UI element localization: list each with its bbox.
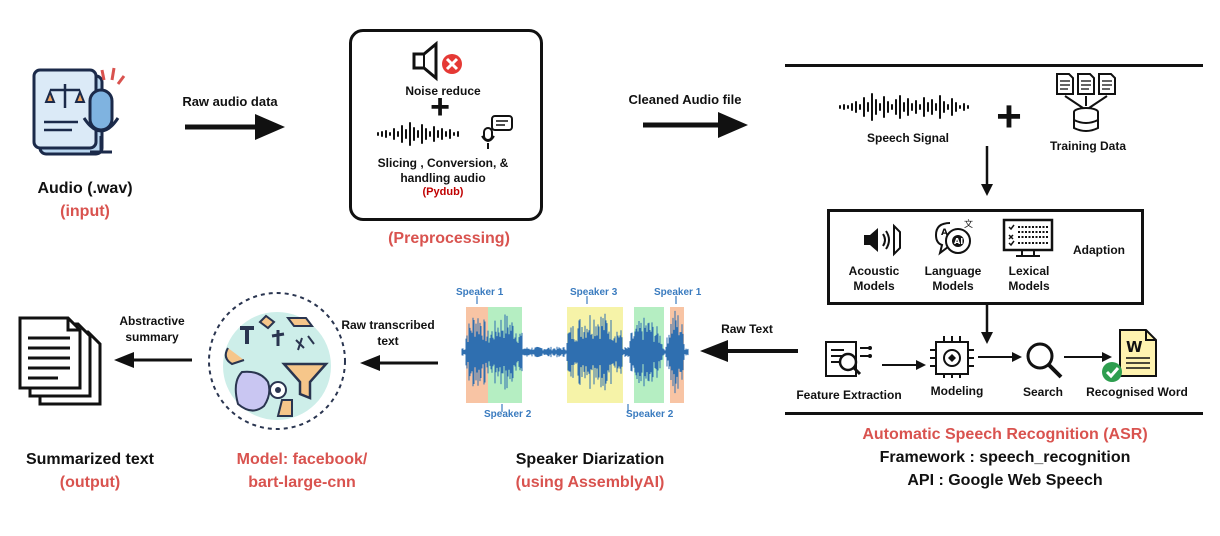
arrow-raw-text [700, 340, 798, 362]
svg-text:文: 文 [964, 218, 973, 230]
waveform-path [461, 310, 689, 394]
speaker1-label-a: Speaker 1 [456, 287, 504, 298]
audio-file-microphone-icon [32, 67, 126, 156]
search-icon [1026, 342, 1063, 379]
recognised-word-document-icon: W [1102, 329, 1157, 382]
slicing-label-2: handling audio [400, 171, 486, 185]
training-data-icon [1056, 73, 1116, 132]
raw-audio-label: Raw audio data [182, 94, 278, 109]
output-title: Summarized text [25, 451, 155, 468]
modeling-label: Modeling [930, 384, 984, 398]
speaker-mute-icon [412, 40, 462, 82]
arrow-raw-audio [185, 114, 285, 140]
speaker1-label-b: Speaker 1 [654, 287, 702, 298]
input-title: Audio (.wav) [37, 180, 133, 197]
acoustic-label-2: Models [853, 279, 895, 293]
svg-text:A: A [941, 228, 948, 238]
asr-caption: Automatic Speech Recognition (ASR) [862, 426, 1148, 443]
language-label-1: Language [924, 264, 982, 278]
input-subtitle: (input) [60, 203, 110, 220]
abstractive-label-2: summary [125, 330, 179, 344]
arrow-modeling-to-search [978, 352, 1022, 362]
language-label-2: Models [932, 279, 974, 293]
acoustic-speaker-icon [864, 223, 901, 257]
arrow-raw-transcribed [360, 355, 438, 371]
arrow-abstractive [114, 352, 192, 368]
acoustic-label-1: Acoustic [848, 264, 900, 278]
speech-signal-label: Speech Signal [866, 131, 950, 145]
asr-framework: Framework : speech_recognition [879, 449, 1131, 466]
language-model-icon: AI A 文 [934, 218, 973, 256]
arrow-fe-to-modeling [882, 360, 926, 370]
diarization-waveform [461, 296, 689, 412]
modeling-brain-icon [930, 336, 974, 378]
arrow-search-to-word [1064, 352, 1112, 362]
raw-transcribed-label-2: text [377, 334, 399, 348]
arrow-cleaned-audio [643, 112, 748, 138]
asr-api: API : Google Web Speech [907, 472, 1103, 489]
asr-top-rule [785, 64, 1203, 67]
speaker2-label-a: Speaker 2 [484, 409, 532, 420]
voice-chat-icon [481, 115, 513, 149]
asr-bottom-rule [785, 412, 1203, 415]
ai-model-illustration [208, 292, 346, 430]
adaption-label: Adaption [1073, 243, 1125, 257]
raw-text-label: Raw Text [721, 322, 773, 336]
models-box [827, 209, 1144, 305]
pydub-label: (Pydub) [422, 186, 464, 198]
feature-extraction-icon [825, 341, 872, 377]
arrow-down-to-models [981, 146, 993, 196]
speaker2-label-b: Speaker 2 [626, 409, 674, 420]
model-title-1: Model: facebook/ [236, 451, 368, 468]
raw-transcribed-label-1: Raw transcribed [341, 318, 435, 332]
svg-text:AI: AI [954, 237, 963, 246]
abstractive-label-1: Abstractive [119, 314, 185, 328]
preprocessing-plus: + [430, 88, 450, 126]
recognised-word-label: Recognised Word [1086, 385, 1188, 399]
small-waveform-icon [377, 122, 459, 146]
diarization-subtitle: (using AssemblyAI) [515, 474, 665, 491]
search-label: Search [1022, 385, 1064, 399]
slicing-label-1: Slicing , Conversion, & [377, 156, 509, 170]
summarized-documents-icon [18, 316, 102, 406]
model-title-2: bart-large-cnn [248, 474, 356, 491]
training-data-label: Training Data [1049, 139, 1126, 153]
feature-extraction-label: Feature Extraction [796, 388, 902, 402]
speech-signal-waveform [839, 93, 969, 121]
diarization-title: Speaker Diarization [515, 451, 665, 468]
cleaned-audio-label: Cleaned Audio file [628, 92, 742, 107]
output-subtitle: (output) [59, 474, 121, 491]
asr-plus: + [996, 92, 1022, 141]
lexical-label-1: Lexical [1008, 264, 1050, 278]
preprocessing-caption: (Preprocessing) [388, 230, 510, 247]
svg-text:W: W [1126, 338, 1143, 356]
arrow-down-to-modeling [981, 302, 993, 344]
lexical-label-2: Models [1008, 279, 1050, 293]
lexical-monitor-icon [1002, 218, 1054, 257]
noise-reduce-label: Noise reduce [405, 84, 481, 98]
speaker3-label: Speaker 3 [570, 287, 618, 298]
